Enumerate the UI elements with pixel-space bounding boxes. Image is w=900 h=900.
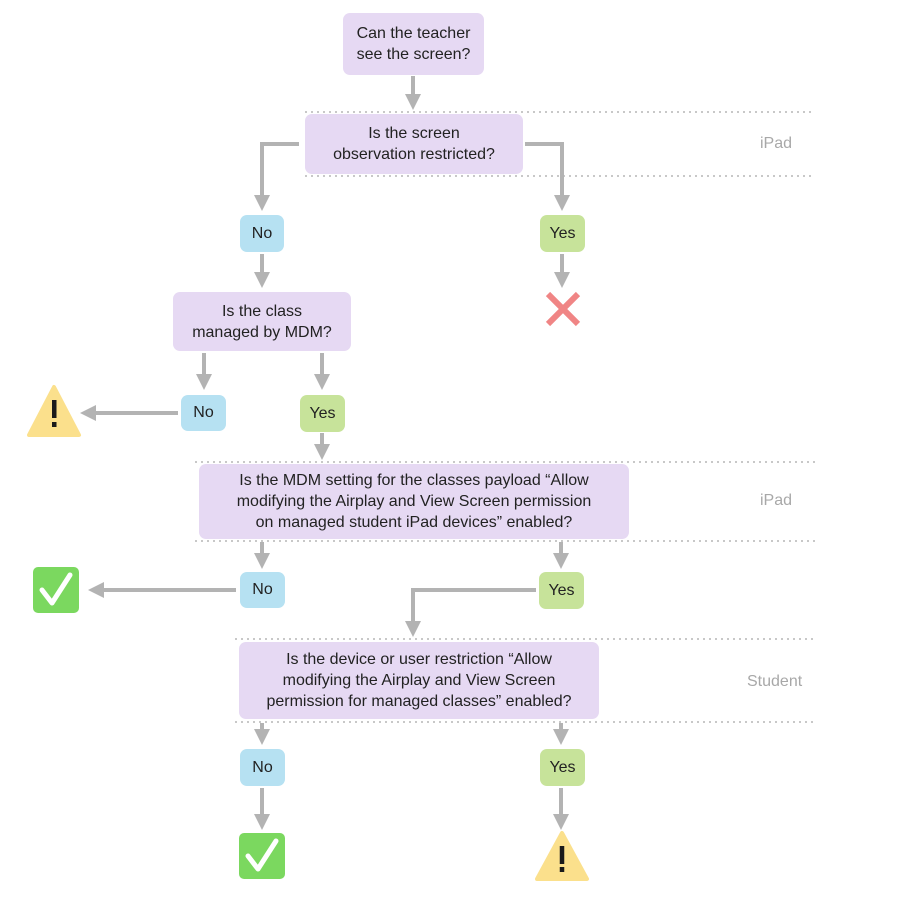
answer-no-pill: No xyxy=(240,749,285,786)
question-screen-observation-restricted: Is the screen observation restricted? xyxy=(305,114,523,174)
question-line: permission for managed classes” enabled? xyxy=(266,693,572,710)
success-check-icon xyxy=(33,567,79,613)
answer-no-pill: No xyxy=(240,215,284,252)
answer-yes-pill: Yes xyxy=(539,572,584,609)
question-line: Is the screen xyxy=(368,125,460,142)
arrow-yes3-q5 xyxy=(405,588,536,637)
lane-separators xyxy=(195,111,815,723)
lane-label-student: Student xyxy=(747,673,803,690)
arrows xyxy=(80,76,570,830)
question-line: on managed student iPad devices” enabled… xyxy=(255,514,573,531)
lane-label-ipad: iPad xyxy=(760,135,793,152)
arrow-q2-no xyxy=(254,142,299,211)
question-line: Is the class xyxy=(221,302,303,320)
question-line: Is the device or user restriction “Allow xyxy=(286,651,552,668)
lane-label-ipad: iPad xyxy=(760,492,793,509)
question-line: Is the MDM setting for the classes paylo… xyxy=(239,472,589,489)
answer-no-pill: No xyxy=(181,395,226,431)
question-line: observation restricted? xyxy=(333,146,495,163)
answer-yes-pill: Yes xyxy=(540,215,585,252)
question-line: modifying the Airplay and View Screen xyxy=(282,672,556,689)
question-line: Can the teacher xyxy=(356,25,471,42)
question-teacher-see-screen: Can the teacher see the screen? xyxy=(343,13,484,75)
question-device-user-restriction: Is the device or user restriction “Allow… xyxy=(239,642,599,719)
question-mdm-classes-payload-setting: Is the MDM setting for the classes paylo… xyxy=(199,464,629,539)
question-line: see the screen? xyxy=(356,46,471,63)
answer-yes-pill: Yes xyxy=(300,395,345,432)
arrow-q2-yes xyxy=(525,142,570,211)
warning-icon xyxy=(27,385,81,437)
answer-no-pill: No xyxy=(240,572,285,608)
question-line: modifying the Airplay and View Screen pe… xyxy=(236,493,592,510)
answer-yes-pill: Yes xyxy=(540,749,585,786)
error-x-icon xyxy=(545,291,581,327)
question-line: managed by MDM? xyxy=(192,323,332,341)
warning-icon xyxy=(535,831,589,881)
question-class-managed-by-mdm: Is the class managed by MDM? xyxy=(173,292,351,351)
success-check-icon xyxy=(239,833,285,879)
